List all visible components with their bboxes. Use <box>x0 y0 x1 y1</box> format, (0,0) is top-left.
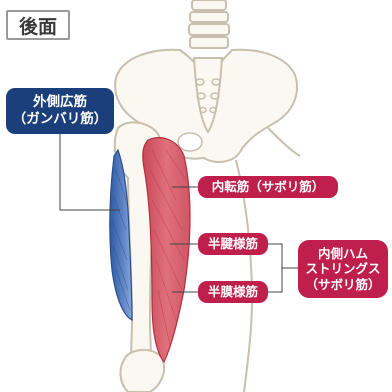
medial-hamstrings-line1: 内側ハム <box>318 246 368 262</box>
semimembranosus-label: 半膜様筋 <box>198 281 268 303</box>
semitendinosus-label: 半腱様筋 <box>198 233 268 255</box>
medial-hamstrings-line2: ストリングス <box>305 261 380 277</box>
medial-hamstrings-label: 内側ハム ストリングス （サボリ筋） <box>298 240 388 298</box>
view-title: 後面 <box>6 10 70 40</box>
knee-bones <box>121 350 165 392</box>
vastus-lateralis-label: 外側広筋 （ガンバリ筋） <box>6 88 114 134</box>
obturator-foramen <box>178 133 202 151</box>
medial-hamstrings-line3: （サボリ筋） <box>305 277 380 293</box>
spine <box>189 0 229 48</box>
vastus-lateralis-note: （ガンバリ筋） <box>13 111 108 128</box>
right-hip-bone <box>268 128 300 156</box>
vastus-lateralis-name: 外側広筋 <box>33 94 87 111</box>
adductor-label: 内転筋（サボリ筋） <box>198 176 338 198</box>
